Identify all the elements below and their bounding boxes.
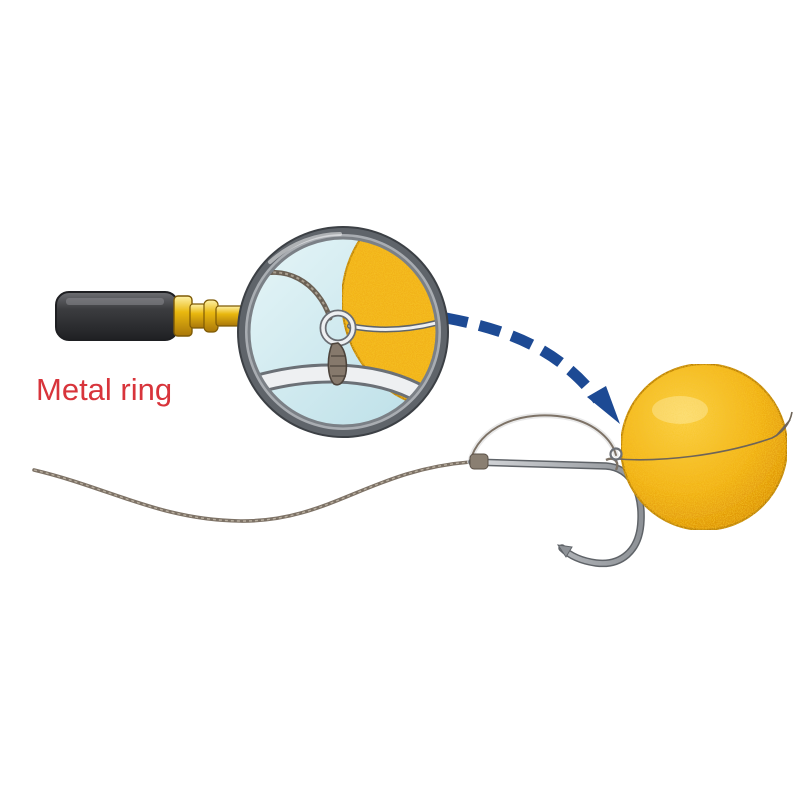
main-line xyxy=(32,460,472,523)
fish-hook-icon xyxy=(468,453,645,568)
boilie-bait-icon xyxy=(617,363,793,531)
hair-rig-line xyxy=(467,412,619,465)
dashed-arrow-icon xyxy=(444,312,620,424)
metal-ring-icon xyxy=(609,447,623,461)
metal-ring-label: Metal ring xyxy=(36,372,173,407)
